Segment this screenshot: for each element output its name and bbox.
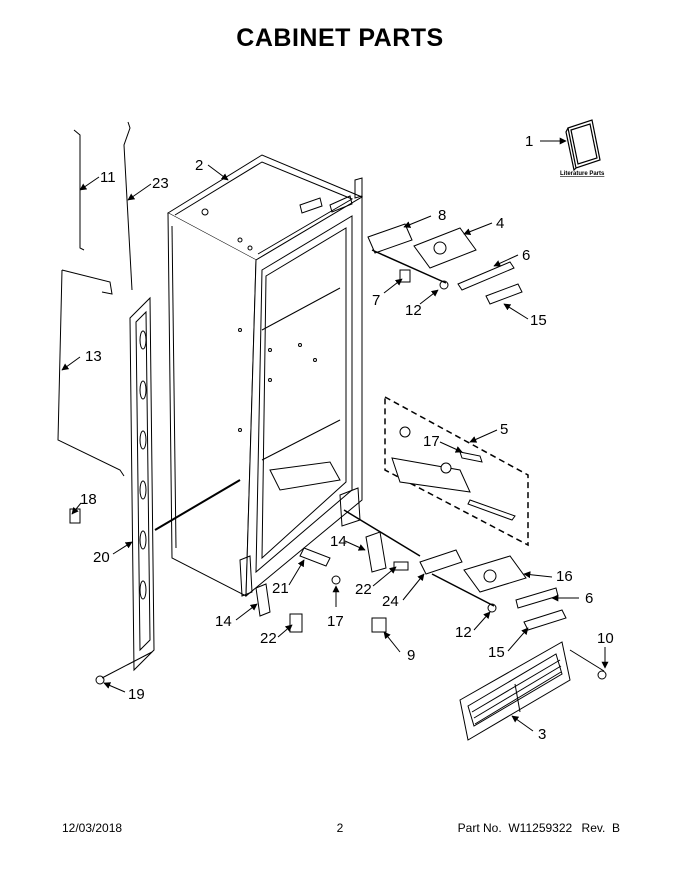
callout-9: 9 bbox=[407, 647, 415, 664]
page-title: CABINET PARTS bbox=[236, 24, 444, 52]
wire-harness-illustration bbox=[57, 121, 133, 477]
callout-10: 10 bbox=[597, 630, 614, 647]
callout-1: 1 bbox=[525, 133, 533, 150]
callout-12a: 12 bbox=[405, 302, 422, 319]
callout-22b: 22 bbox=[260, 630, 277, 647]
footer-part-number: Part No. W11259322 bbox=[457, 821, 573, 835]
footer-page-number: 2 bbox=[336, 821, 344, 835]
callout-17a: 17 bbox=[423, 433, 440, 450]
callout-23: 23 bbox=[152, 175, 169, 192]
cabinet-illustration bbox=[166, 154, 364, 598]
literature-parts-illustration bbox=[565, 119, 601, 172]
callout-12b: 12 bbox=[455, 624, 472, 641]
upper-hinge-illustration bbox=[367, 223, 523, 305]
callout-8: 8 bbox=[438, 207, 446, 224]
callout-19: 19 bbox=[128, 686, 145, 703]
callout-16: 16 bbox=[556, 568, 573, 585]
literature-parts-label: Literature Parts bbox=[560, 171, 605, 177]
callout-6b: 6 bbox=[585, 590, 593, 607]
footer-part-info: Part No. W11259322 Rev. B bbox=[452, 821, 620, 835]
screw-10-illustration bbox=[597, 670, 607, 680]
footer-date: 12/03/2018 bbox=[62, 821, 123, 835]
callout-3: 3 bbox=[538, 726, 546, 743]
hinge-kit-illustration bbox=[384, 395, 529, 547]
trim-strip-illustration bbox=[129, 296, 155, 672]
lower-hinge-illustration bbox=[255, 531, 567, 633]
callout-20: 20 bbox=[93, 549, 110, 566]
callout-21: 21 bbox=[272, 580, 289, 597]
callout-14a: 14 bbox=[330, 533, 347, 550]
grille-illustration bbox=[459, 641, 571, 741]
callout-17b: 17 bbox=[327, 613, 344, 630]
callout-6a: 6 bbox=[522, 247, 530, 264]
callout-15b: 15 bbox=[488, 644, 505, 661]
callout-15a: 15 bbox=[530, 312, 547, 329]
callout-2: 2 bbox=[195, 157, 203, 174]
callout-7: 7 bbox=[372, 292, 380, 309]
callout-14b: 14 bbox=[215, 613, 232, 630]
callout-arrows bbox=[61, 137, 609, 732]
callout-13: 13 bbox=[85, 348, 102, 365]
callout-18: 18 bbox=[80, 491, 97, 508]
callout-4: 4 bbox=[496, 215, 504, 232]
trim-leader bbox=[154, 479, 241, 531]
callout-5: 5 bbox=[500, 421, 508, 438]
callout-22a: 22 bbox=[355, 581, 372, 598]
footer-revision: Rev. B bbox=[581, 821, 620, 835]
callout-11: 11 bbox=[100, 169, 116, 186]
callout-24: 24 bbox=[382, 593, 399, 610]
